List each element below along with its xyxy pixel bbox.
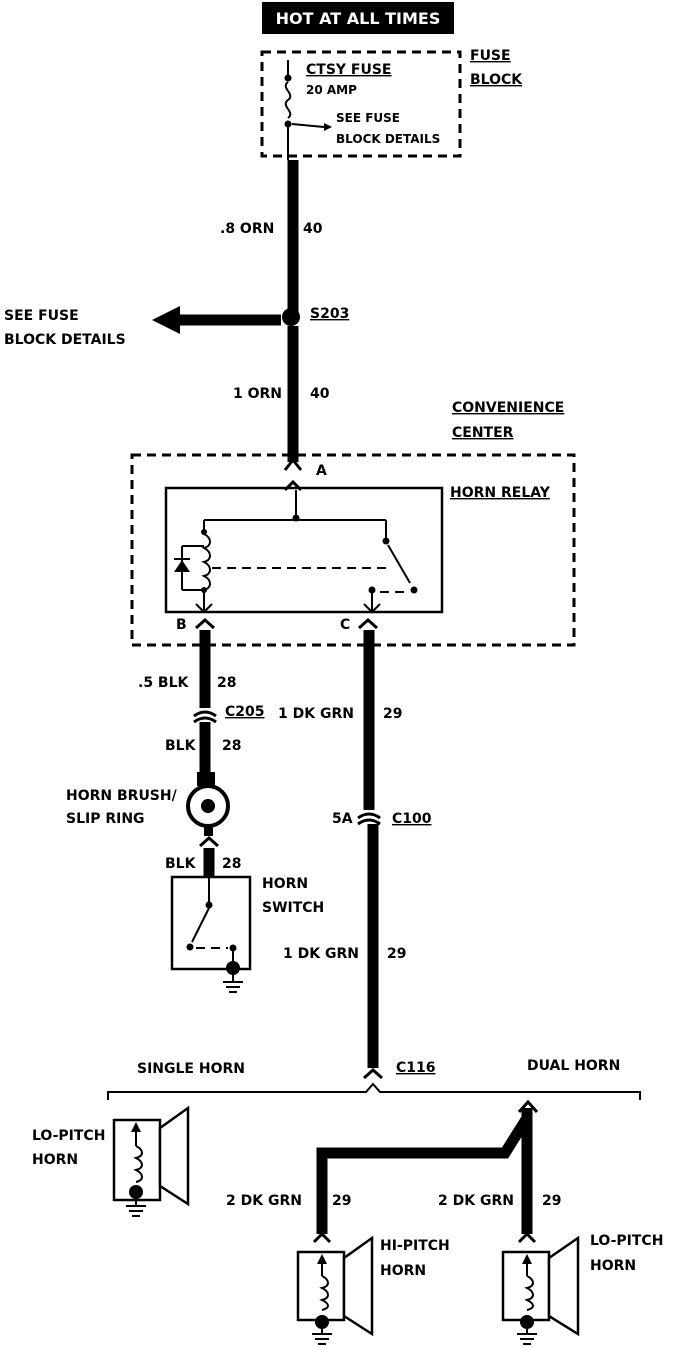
left-wire1-gauge: .5 BLK xyxy=(138,675,190,691)
fuse-icon xyxy=(284,60,332,160)
horn-switch-label-1: HORN xyxy=(262,876,308,892)
lo-wire-circuit: 29 xyxy=(542,1193,561,1209)
fuse-see-details-1: SEE FUSE xyxy=(336,111,400,125)
terminal-c-label: C xyxy=(340,617,350,633)
hi-wire-circuit: 29 xyxy=(332,1193,351,1209)
splice-see-details-2: BLOCK DETAILS xyxy=(4,332,126,348)
horn-bell-icon xyxy=(158,1105,190,1207)
brush-label-1: HORN BRUSH/ xyxy=(66,788,178,804)
wire-mid-gauge: 1 ORN xyxy=(233,386,282,402)
title-text: HOT AT ALL TIMES xyxy=(276,9,441,28)
dual-horn-label: DUAL HORN xyxy=(527,1058,620,1074)
brush-label-2: SLIP RING xyxy=(66,811,145,827)
connector-c116-label: C116 xyxy=(396,1060,436,1076)
connector-c100-label: C100 xyxy=(392,811,432,827)
left-wire2-circuit: 28 xyxy=(222,738,241,754)
relay-coil-icon xyxy=(201,533,211,591)
relay-contact-arm xyxy=(387,544,411,584)
convenience-center: CONVENIENCE CENTER A B C HORN RELAY xyxy=(130,400,576,647)
connector-c205-label: C205 xyxy=(225,704,265,720)
wire-mid-circuit: 40 xyxy=(310,386,330,402)
horn-relay: HORN RELAY xyxy=(164,485,551,614)
fuse-see-details-2: BLOCK DETAILS xyxy=(336,132,440,146)
title-banner: HOT AT ALL TIMES xyxy=(262,2,454,34)
right-wire2-gauge: 1 DK GRN xyxy=(283,946,359,962)
ground-icon xyxy=(223,975,243,993)
right-wire2-circuit: 29 xyxy=(387,946,406,962)
horn-switch-label-2: SWITCH xyxy=(262,900,324,916)
left-wire3-circuit: 28 xyxy=(222,856,241,872)
splice-see-details-1: SEE FUSE xyxy=(4,308,79,324)
right-wire1-circuit: 29 xyxy=(383,706,402,722)
convenience-center-label-2: CENTER xyxy=(452,425,514,441)
switch-contact-icon xyxy=(191,907,210,943)
fuse-block: FUSE BLOCK CTSY FUSE 20 AMP SEE FUSE BLO… xyxy=(260,48,523,160)
horn-switch-outline xyxy=(170,875,252,971)
fuse-rating: 20 AMP xyxy=(306,83,357,97)
horn-relay-outline xyxy=(164,486,444,614)
fuse-block-label-2: BLOCK xyxy=(470,72,523,88)
diode-icon xyxy=(174,560,190,572)
hi-pitch-label-2: HORN xyxy=(380,1263,426,1279)
lo-pitch-horn: LO-PITCH HORN xyxy=(501,1233,663,1345)
convenience-center-label-1: CONVENIENCE xyxy=(452,400,564,416)
left-wire1-circuit: 28 xyxy=(217,675,236,691)
connector-c205: C205 xyxy=(193,704,265,724)
single-lo-pitch-horn: LO-PITCH HORN xyxy=(32,1105,190,1217)
wire-top-circuit: 40 xyxy=(303,221,323,237)
connector-c116: C116 xyxy=(363,1060,436,1080)
horn-options: SINGLE HORN DUAL HORN xyxy=(107,1058,641,1100)
lo-wire-gauge: 2 DK GRN xyxy=(438,1193,514,1209)
fuse-name: CTSY FUSE xyxy=(306,62,392,78)
hi-pitch-label-1: HI-PITCH xyxy=(380,1238,450,1254)
lo-pitch-label-2: HORN xyxy=(590,1258,636,1274)
connector-c100: 5A C100 xyxy=(332,811,432,827)
splice-id: S203 xyxy=(310,306,349,322)
connector-c100-pin: 5A xyxy=(332,811,353,827)
splice-arrow-icon xyxy=(152,306,180,334)
single-horn-label: SINGLE HORN xyxy=(137,1061,245,1077)
wire-top-gauge: .8 ORN xyxy=(220,221,274,237)
terminal-b-label: B xyxy=(176,617,187,633)
hi-wire-gauge: 2 DK GRN xyxy=(226,1193,302,1209)
left-wire3-gauge: BLK xyxy=(165,856,197,872)
lo-pitch-horn-bell-icon xyxy=(547,1235,580,1337)
left-wire2-gauge: BLK xyxy=(165,738,197,754)
lo-pitch-label-1: LO-PITCH xyxy=(590,1233,663,1249)
hi-pitch-horn: HI-PITCH HORN xyxy=(296,1235,450,1345)
splice-dot xyxy=(282,308,300,326)
single-lo-pitch-label-2: HORN xyxy=(32,1152,78,1168)
terminal-a-label: A xyxy=(316,463,327,479)
splice-s203: S203 SEE FUSE BLOCK DETAILS xyxy=(4,306,349,348)
horn-brush-slip-ring: HORN BRUSH/ SLIP RING xyxy=(66,772,230,836)
terminal-a-connector-icon xyxy=(283,457,303,471)
horn-relay-label: HORN RELAY xyxy=(450,485,551,501)
fuse-block-outline xyxy=(260,50,462,158)
hi-pitch-horn-bell-icon xyxy=(342,1235,374,1337)
right-wire1-gauge: 1 DK GRN xyxy=(278,706,354,722)
convenience-center-outline xyxy=(130,453,576,647)
single-lo-pitch-label-1: LO-PITCH xyxy=(32,1128,105,1144)
horn-switch: HORN SWITCH xyxy=(170,875,324,993)
fuse-block-label-1: FUSE xyxy=(470,48,511,64)
wire-dkgrn-dual xyxy=(316,1108,533,1234)
